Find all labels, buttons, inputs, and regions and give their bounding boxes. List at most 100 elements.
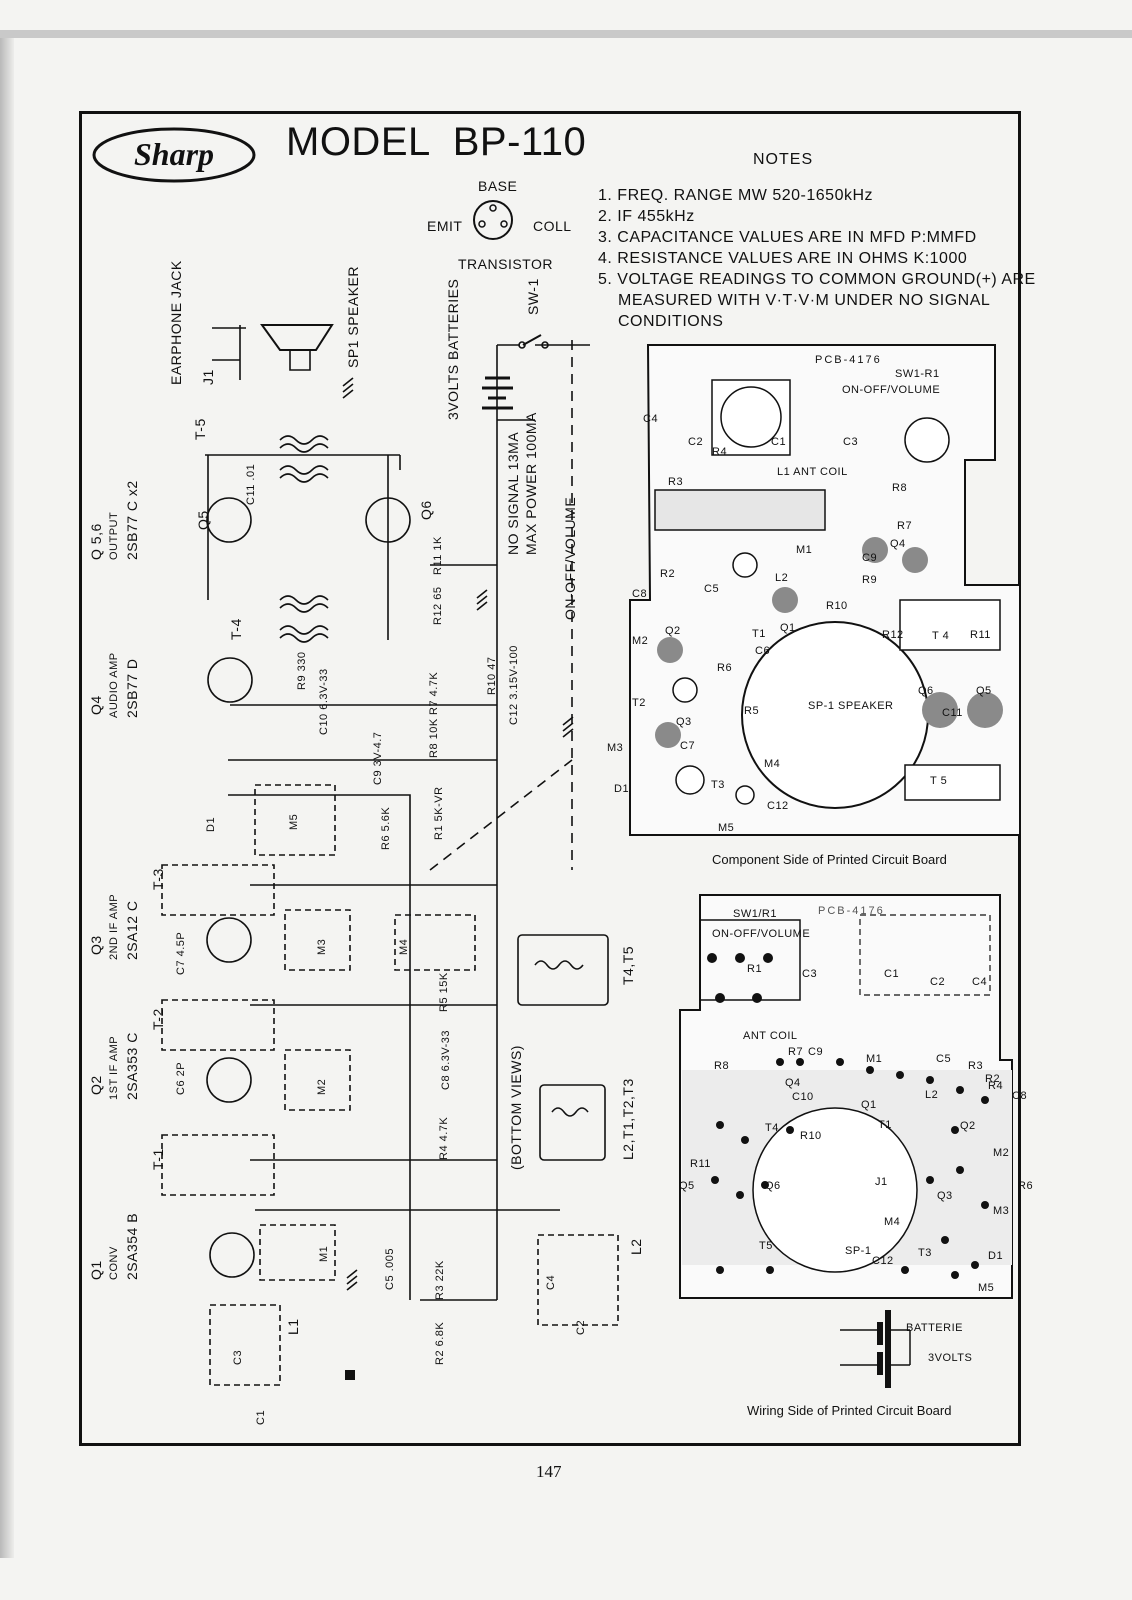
wiring-batterie-label: BATTERIE xyxy=(906,1322,963,1334)
component-part-label: C1 xyxy=(771,436,787,448)
component-sw-label: SW1-R1 xyxy=(895,368,940,380)
component-part-label: C5 xyxy=(704,583,720,595)
component-part-label: R8 xyxy=(892,482,908,494)
component-part-label: D1 xyxy=(614,783,630,795)
wiring-part-label: Q1 xyxy=(861,1099,877,1111)
component-part-label: Q4 xyxy=(890,538,906,550)
component-onoff-label: ON-OFF/VOLUME xyxy=(842,384,941,396)
component-part-label: T 4 xyxy=(932,630,950,642)
wiring-part-label: R11 xyxy=(690,1158,711,1170)
transistor-title-label: TRANSISTOR xyxy=(458,256,553,272)
component-part-label: Q2 xyxy=(665,625,681,637)
component-part-label: C2 xyxy=(688,436,704,448)
wiring-pcb-code: PCB-4176 xyxy=(818,905,885,917)
component-part-label: C4 xyxy=(643,413,659,425)
component-part-label: Q6 xyxy=(918,685,934,697)
component-part-label: T3 xyxy=(711,779,725,791)
component-part-label: R4 xyxy=(712,446,728,458)
wiring-part-label: D1 xyxy=(988,1250,1004,1262)
wiring-part-label: M2 xyxy=(993,1147,1010,1159)
wiring-part-label: C12 xyxy=(872,1255,894,1267)
note-5: 5. VOLTAGE READINGS TO COMMON GROUND(+) … xyxy=(598,271,1036,288)
svg-text:Sharp: Sharp xyxy=(134,136,214,172)
component-part-label: R5 xyxy=(744,705,760,717)
wiring-part-label: Q6 xyxy=(765,1180,781,1192)
wiring-part-label: R6 xyxy=(1018,1180,1034,1192)
wiring-part-label: R2 xyxy=(985,1073,1001,1085)
notes-list: 1. FREQ. RANGE MW 520-1650kHz 2. IF 455k… xyxy=(598,185,1036,332)
note-5-cont-1: MEASURED WITH V·T·V·M UNDER NO SIGNAL xyxy=(618,292,991,309)
wiring-part-label: C1 xyxy=(884,968,900,980)
component-part-label: R12 xyxy=(882,629,904,641)
component-part-label: M3 xyxy=(607,742,624,754)
component-part-label: L2 xyxy=(775,572,789,584)
wiring-part-label: C8 xyxy=(1012,1090,1028,1102)
component-part-label: C7 xyxy=(680,740,696,752)
wiring-part-label: Q2 xyxy=(960,1120,976,1132)
wiring-part-label: C5 xyxy=(936,1053,952,1065)
component-part-label: M5 xyxy=(718,822,735,834)
wiring-part-label: R3 xyxy=(968,1060,984,1072)
wiring-part-label: T4 xyxy=(765,1122,779,1134)
component-part-label: C8 xyxy=(632,588,648,600)
wiring-part-label: T5 xyxy=(759,1240,773,1252)
notes-title: NOTES xyxy=(753,151,814,168)
wiring-part-label: C3 xyxy=(802,968,818,980)
wiring-part-label: R4 xyxy=(988,1080,1004,1092)
component-part-label: T1 xyxy=(752,628,766,640)
component-part-label: R3 xyxy=(668,476,684,488)
note-1: 1. FREQ. RANGE MW 520-1650kHz xyxy=(598,187,874,204)
component-pcb-code: PCB-4176 xyxy=(815,354,882,366)
transistor-emit-label: EMIT xyxy=(427,218,463,234)
scan-binding-shadow xyxy=(0,38,14,1558)
wiring-part-label: Q4 xyxy=(785,1077,801,1089)
wiring-part-label: SP-1 xyxy=(845,1245,872,1257)
transistor-base-label: BASE xyxy=(478,178,518,194)
component-part-label: R9 xyxy=(862,574,878,586)
component-part-label: C3 xyxy=(843,436,859,448)
component-part-label: M1 xyxy=(796,544,813,556)
wiring-part-label: C2 xyxy=(930,976,946,988)
sharp-logo: Sharp xyxy=(92,127,256,183)
component-part-label: R11 xyxy=(970,629,991,641)
component-speaker-label: SP-1 SPEAKER xyxy=(808,700,894,712)
wiring-part-label: C4 xyxy=(972,976,988,988)
transistor-coll-label: COLL xyxy=(533,218,572,234)
component-side-caption: Component Side of Printed Circuit Board xyxy=(712,852,947,867)
component-part-label: T2 xyxy=(632,697,646,709)
wiring-part-label: R1 xyxy=(747,963,763,975)
wiring-onoff-label: ON-OFF/VOLUME xyxy=(712,928,811,940)
component-part-label: R7 xyxy=(897,520,913,532)
component-part-label: C12 xyxy=(767,800,789,812)
wiring-part-label: M5 xyxy=(978,1282,995,1294)
component-part-label: Q1 xyxy=(780,622,796,634)
wiring-side-caption: Wiring Side of Printed Circuit Board xyxy=(747,1403,952,1418)
wiring-part-label: T3 xyxy=(918,1247,932,1259)
wiring-part-label: C9 xyxy=(808,1046,824,1058)
component-part-label: T 5 xyxy=(930,775,948,787)
wiring-part-label: M1 xyxy=(866,1053,883,1065)
component-part-label: C6 xyxy=(755,645,771,657)
wiring-part-label: M3 xyxy=(993,1205,1010,1217)
note-2: 2. IF 455kHz xyxy=(598,208,695,225)
wiring-part-label: R7 xyxy=(788,1046,804,1058)
wiring-part-label: ANT COIL xyxy=(743,1030,798,1042)
component-part-label: Q3 xyxy=(676,716,692,728)
page-number: 147 xyxy=(536,1462,562,1481)
component-part-label: C11 xyxy=(942,707,963,719)
wiring-sw-label: SW1/R1 xyxy=(733,908,777,920)
component-part-label: Q5 xyxy=(976,685,992,697)
note-5-cont-2: CONDITIONS xyxy=(618,313,724,330)
component-part-label: M2 xyxy=(632,635,649,647)
wiring-part-label: T1 xyxy=(878,1119,892,1131)
wiring-part-label: L2 xyxy=(925,1089,939,1101)
component-part-label: R2 xyxy=(660,568,676,580)
component-part-label: C9 xyxy=(862,552,878,564)
wiring-part-label: C10 xyxy=(792,1091,814,1103)
component-part-label: R6 xyxy=(717,662,733,674)
wiring-part-label: R10 xyxy=(800,1130,822,1142)
wiring-volts-label: 3VOLTS xyxy=(928,1352,973,1364)
